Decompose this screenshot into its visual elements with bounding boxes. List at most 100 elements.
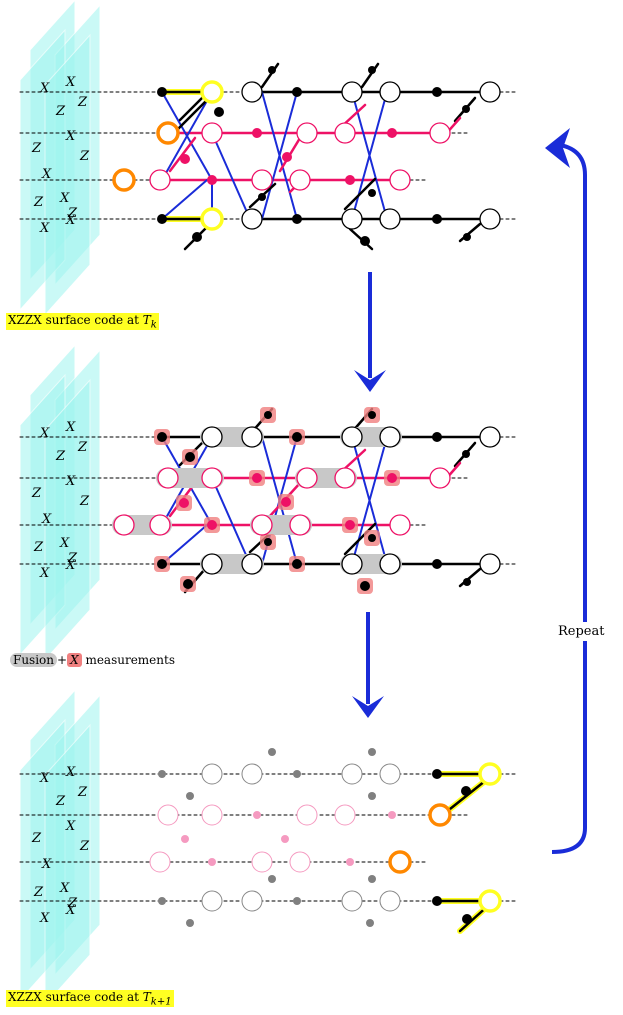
stabilizer-label-p3-2: X: [65, 765, 76, 780]
hollow-node: [241, 890, 263, 912]
stabilizer-label-p3-11: Z: [67, 896, 78, 911]
filled-node: [432, 559, 442, 569]
filled-node: [461, 786, 471, 796]
highlight-ring: [112, 168, 136, 192]
stabilizer-label-p2-7: Z: [79, 494, 90, 509]
hollow-node: [341, 763, 363, 785]
stabilizer-label-p1-13: X: [65, 213, 76, 228]
hollow-node: [389, 514, 411, 536]
gray-node: [158, 770, 166, 778]
stabilizer-sheets: [19, 0, 101, 1007]
filled-node: [462, 105, 470, 113]
filled-node: [292, 87, 302, 97]
light-pink-node: [208, 858, 216, 866]
hollow-node: [334, 122, 356, 144]
gray-node: [268, 875, 276, 883]
stabilizer-label-p1-11: Z: [67, 206, 78, 221]
stabilizer-label-p3-6: Z: [31, 831, 42, 846]
filled-node: [432, 87, 442, 97]
hollow-node: [241, 763, 263, 785]
stabilizer-label-p3-7: Z: [79, 839, 90, 854]
black-stub: [343, 522, 377, 556]
hollow-node: [149, 514, 171, 536]
filled-node: [207, 520, 217, 530]
filled-node: [252, 473, 262, 483]
repeat-arrow-lower: [551, 625, 587, 854]
hollow-node: [479, 426, 501, 448]
blue-edge: [211, 132, 251, 220]
hollow-node: [379, 81, 401, 103]
highlight-ring: [388, 850, 412, 874]
highlight-ring: [200, 80, 224, 104]
hollow-node: [334, 804, 356, 826]
hollow-node: [289, 851, 311, 873]
hollow-node: [379, 208, 401, 230]
highlight-ring: [156, 121, 180, 145]
flow-arrows: [352, 128, 587, 854]
blue-edge: [161, 91, 213, 181]
hollow-node: [389, 169, 411, 191]
fusion-label: Fusion: [10, 653, 58, 667]
stabilizer-label-p2-12: X: [39, 566, 50, 581]
hollow-node: [379, 553, 401, 575]
stabilizer-label-p2-1: X: [39, 426, 50, 441]
filled-node: [463, 578, 471, 586]
hollow-node: [341, 426, 363, 448]
filled-node: [180, 154, 190, 164]
filled-node: [292, 432, 302, 442]
hollow-node: [157, 804, 179, 826]
stabilizer-label-p1-9: X: [59, 191, 70, 206]
hollow-node: [379, 763, 401, 785]
hollow-node: [296, 467, 318, 489]
filled-node: [432, 769, 442, 779]
x-measurement-label: X: [67, 653, 82, 667]
highlight-ring: [200, 207, 224, 231]
hollow-node: [379, 426, 401, 448]
filled-node: [368, 534, 376, 542]
filled-node: [345, 520, 355, 530]
hollow-node: [251, 169, 273, 191]
filled-node: [432, 896, 442, 906]
black-stub: [178, 93, 207, 122]
gray-node: [293, 897, 301, 905]
stabilizer-label-p1-8: X: [41, 167, 52, 182]
filled-node: [345, 175, 355, 185]
stabilizer-label-p3-12: X: [39, 911, 50, 926]
stabilizer-label-p1-1: X: [39, 81, 50, 96]
stabilizer-label-p1-6: Z: [31, 141, 42, 156]
hollow-node: [429, 467, 451, 489]
filled-node: [157, 432, 167, 442]
light-pink-node: [253, 811, 261, 819]
gray-node: [368, 792, 376, 800]
hollow-node: [296, 122, 318, 144]
gray-node: [158, 897, 166, 905]
filled-node: [432, 432, 442, 442]
hollow-node: [251, 851, 273, 873]
filled-node: [463, 233, 471, 241]
stabilizer-sheet-p1-4: [44, 33, 91, 317]
stabilizer-label-p3-5: X: [65, 819, 76, 834]
gray-node: [368, 748, 376, 756]
stabilizer-label-p3-9: X: [59, 881, 70, 896]
stabilizer-label-p3-13: X: [65, 903, 76, 918]
stabilizer-label-p1-4: Z: [77, 95, 88, 110]
stabilizer-label-p2-8: X: [41, 512, 52, 527]
filled-node: [264, 411, 272, 419]
hollow-node: [201, 890, 223, 912]
stabilizer-label-p2-11: Z: [67, 551, 78, 566]
highlight-ring: [478, 889, 502, 913]
filled-node: [292, 214, 302, 224]
caption-panel-3: XZZX surface code at Tk+1: [6, 990, 174, 1008]
hollow-node: [341, 81, 363, 103]
light-pink-node: [346, 858, 354, 866]
hollow-node: [341, 553, 363, 575]
blue-edge: [161, 179, 208, 220]
stabilizer-label-p1-7: Z: [79, 149, 90, 164]
filled-node: [387, 473, 397, 483]
hollow-node: [289, 169, 311, 191]
filled-node: [185, 452, 195, 462]
hollow-node: [341, 890, 363, 912]
filled-node: [462, 450, 470, 458]
